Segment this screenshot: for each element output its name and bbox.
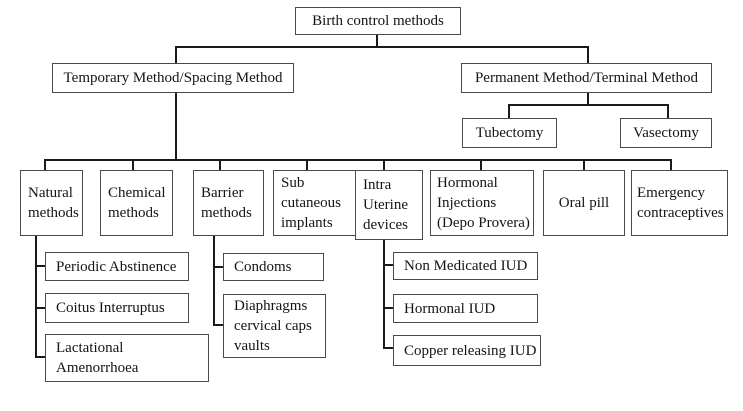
node-label: Copper releasing IUD xyxy=(404,342,537,359)
connector-level1-horizontal xyxy=(175,46,589,48)
node-periodic-abstinence: Periodic Abstinence xyxy=(45,252,189,281)
node-label: Oral pill xyxy=(558,195,610,211)
node-label: Non Medicated IUD xyxy=(404,258,528,274)
connector-iud-stub xyxy=(383,159,385,170)
connector-emergency-stub xyxy=(670,159,672,170)
connector-root-down xyxy=(376,35,378,47)
connector-permanent-stub xyxy=(587,46,589,63)
connector-subcutaneous-stub xyxy=(306,159,308,170)
connector-temporary-down xyxy=(175,93,177,161)
node-label: Tubectomy xyxy=(475,125,544,141)
connector-non-medicated-iud-stub xyxy=(383,264,393,266)
connector-condoms-stub xyxy=(213,266,223,268)
node-temporary-method: Temporary Method/Spacing Method xyxy=(52,63,294,93)
connector-permanent-horizontal xyxy=(508,104,669,106)
node-lactational-amenorrhoea: Lactational Amenorrhoea xyxy=(45,334,209,382)
node-label: Hormonal IUD xyxy=(404,300,496,317)
connector-level2-horizontal xyxy=(44,159,672,161)
node-label: Hormonal Injections (Depo Provera) xyxy=(437,175,530,231)
connector-iud-children-down xyxy=(383,236,385,349)
node-birth-control-methods: Birth control methods xyxy=(295,7,461,35)
node-non-medicated-iud: Non Medicated IUD xyxy=(393,252,538,280)
connector-temporary-stub xyxy=(175,46,177,63)
connector-periodic-abstinence-stub xyxy=(35,265,45,267)
connector-vasectomy-stub xyxy=(667,104,669,118)
connector-permanent-down xyxy=(587,93,589,105)
node-emergency-contraceptives: Emergency contraceptives xyxy=(631,170,728,236)
node-barrier-methods: Barrier methods xyxy=(193,170,264,236)
node-label: Condoms xyxy=(234,259,292,275)
connector-diaphragms-stub xyxy=(213,324,223,326)
connector-hormonal-injections-stub xyxy=(480,159,482,170)
connector-lactational-stub xyxy=(35,356,45,358)
node-natural-methods: Natural methods xyxy=(20,170,83,236)
node-permanent-method: Permanent Method/Terminal Method xyxy=(461,63,712,93)
node-label: Lactational Amenorrhoea xyxy=(56,340,139,376)
connector-oral-pill-stub xyxy=(583,159,585,170)
connector-natural-stub xyxy=(44,159,46,170)
node-label: Temporary Method/Spacing Method xyxy=(63,70,283,86)
node-hormonal-iud: Hormonal IUD xyxy=(393,294,538,323)
node-chemical-methods: Chemical methods xyxy=(100,170,173,236)
node-subcutaneous-implants: Sub cutaneous implants xyxy=(273,170,356,236)
node-label: Intra Uterine devices xyxy=(363,177,408,233)
node-label: Coitus Interruptus xyxy=(56,300,165,316)
node-label: Vasectomy xyxy=(633,125,699,141)
node-hormonal-injections: Hormonal Injections (Depo Provera) xyxy=(430,170,534,236)
node-label: Periodic Abstinence xyxy=(56,258,177,275)
node-label: Chemical methods xyxy=(108,185,166,221)
node-tubectomy: Tubectomy xyxy=(462,118,557,148)
node-label: Emergency contraceptives xyxy=(637,185,724,221)
node-oral-pill: Oral pill xyxy=(543,170,625,236)
node-label: Birth control methods xyxy=(312,13,444,29)
node-label: Natural methods xyxy=(28,185,79,221)
node-coitus-interruptus: Coitus Interruptus xyxy=(45,293,189,323)
node-diaphragms-cervical-caps-vaults: Diaphragms cervical caps vaults xyxy=(223,294,326,358)
node-intra-uterine-devices: Intra Uterine devices xyxy=(355,170,423,240)
connector-hormonal-iud-stub xyxy=(383,307,393,309)
node-label: Sub cutaneous implants xyxy=(281,175,341,231)
connector-barrier-stub xyxy=(219,159,221,170)
node-label: Barrier methods xyxy=(201,185,252,221)
connector-coitus-interruptus-stub xyxy=(35,307,45,309)
node-condoms: Condoms xyxy=(223,253,324,281)
node-copper-releasing-iud: Copper releasing IUD xyxy=(393,335,541,366)
connector-chemical-stub xyxy=(132,159,134,170)
connector-natural-children-down xyxy=(35,236,37,358)
connector-copper-iud-stub xyxy=(383,347,393,349)
node-label: Diaphragms cervical caps vaults xyxy=(234,298,312,354)
connector-tubectomy-stub xyxy=(508,104,510,118)
node-label: Permanent Method/Terminal Method xyxy=(474,70,699,86)
connector-barrier-children-down xyxy=(213,236,215,326)
node-vasectomy: Vasectomy xyxy=(620,118,712,148)
